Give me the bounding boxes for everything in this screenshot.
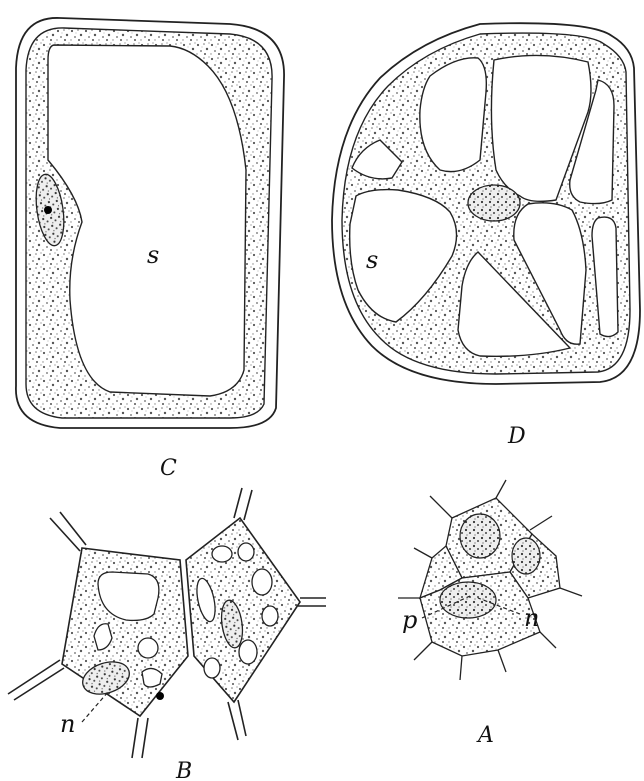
panel-label-d: D: [507, 424, 526, 449]
label-s-c: s: [147, 241, 159, 269]
nucleus-d: [468, 185, 520, 221]
nucleus-a-right: [512, 538, 540, 574]
nucleus-a-center: [440, 582, 496, 618]
nucleolus-c: [44, 206, 52, 214]
panel-label-c: C: [160, 456, 177, 481]
pointer-n-b: [82, 692, 108, 722]
vacuole-b-4: [142, 668, 162, 687]
vacuole-b-6: [238, 543, 254, 561]
label-n-a: n: [524, 604, 539, 632]
vacuole-b-9: [262, 606, 278, 626]
nucleolus-b: [156, 692, 164, 700]
label-p-a: p: [402, 606, 417, 634]
vacuole-b-10: [239, 640, 257, 664]
vacuole-b-3: [138, 638, 158, 658]
panel-b: n B: [8, 488, 326, 781]
vacuole-b-5: [212, 546, 232, 562]
panel-d: s D: [332, 23, 640, 449]
vacuole-b-11: [204, 658, 220, 678]
panel-label-a: A: [476, 723, 494, 748]
panel-label-b: B: [175, 759, 192, 781]
panel-c: s C: [16, 18, 284, 481]
label-s-d: s: [366, 246, 378, 274]
vacuole-b-7: [252, 569, 272, 595]
nucleus-a-top: [460, 514, 500, 558]
panel-a: p n A: [398, 480, 582, 748]
label-n-b: n: [60, 710, 75, 738]
